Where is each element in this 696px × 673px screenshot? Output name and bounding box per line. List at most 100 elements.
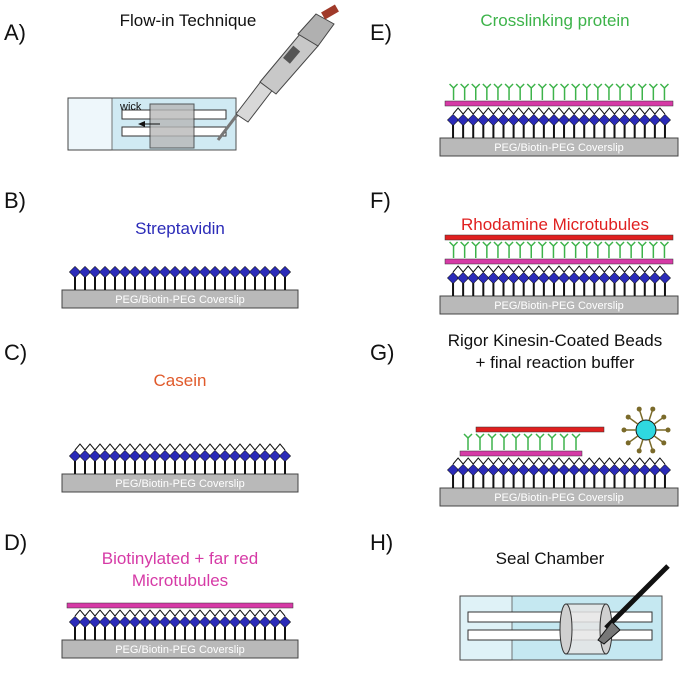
far-red-microtubule-e	[444, 100, 674, 107]
crosslinker-head-f	[659, 241, 669, 248]
streptavidin-f	[658, 271, 671, 285]
casein-e	[634, 107, 646, 115]
casein-g	[654, 457, 666, 465]
streptavidin-b	[248, 265, 262, 279]
streptavidin-e	[537, 113, 550, 127]
casein-c	[254, 443, 266, 451]
casein-g	[493, 457, 504, 465]
crosslinker-head-e	[537, 83, 547, 90]
casein-c	[264, 443, 276, 451]
streptavidin-f	[648, 271, 661, 285]
casein-f	[452, 265, 464, 273]
casein-d	[154, 609, 166, 617]
streptavidin-e	[487, 113, 500, 127]
streptavidin-d	[248, 615, 262, 629]
crosslinker-head-f	[648, 241, 658, 248]
streptavidin-d	[278, 615, 292, 629]
crosslinker-head-e	[515, 83, 525, 90]
streptavidin-e	[568, 113, 581, 127]
streptavidin-g	[537, 463, 550, 477]
far-red-microtubule-d	[66, 602, 294, 609]
streptavidin-f	[598, 271, 611, 285]
casein-g	[563, 457, 575, 465]
far-red-microtubule-f	[444, 258, 674, 265]
kinesin-head	[625, 414, 631, 420]
casein-c	[114, 443, 126, 451]
panel-h-title: Seal Chamber	[495, 549, 605, 568]
crosslinker-head-f	[515, 241, 525, 248]
streptavidin-f	[547, 271, 560, 285]
panel-e-title: Crosslinking protein	[480, 11, 630, 30]
casein-c	[144, 443, 156, 451]
streptavidin-d	[88, 615, 102, 629]
crosslinker-head-e	[548, 83, 558, 90]
panel-letter-h: H)	[370, 530, 394, 555]
streptavidin-e	[648, 113, 661, 127]
streptavidin-e	[457, 113, 470, 127]
casein-e	[452, 107, 464, 115]
streptavidin-d	[108, 615, 122, 629]
streptavidin-c	[188, 449, 202, 463]
casein-d	[244, 609, 256, 617]
casein-e	[593, 107, 605, 115]
streptavidin-c	[78, 449, 92, 463]
coverslip-c	[61, 473, 299, 493]
casein-g	[482, 457, 494, 465]
streptavidin-f	[487, 271, 500, 285]
streptavidin-d	[78, 615, 92, 629]
casein-c	[274, 443, 286, 451]
streptavidin-b	[238, 265, 252, 279]
kinesin-head	[625, 440, 631, 446]
streptavidin-e	[658, 113, 671, 127]
streptavidin-g	[547, 463, 560, 477]
streptavidin-d	[268, 615, 282, 629]
casein-f	[593, 265, 605, 273]
streptavidin-c	[158, 449, 172, 463]
panel-letter-a: A)	[4, 20, 26, 45]
casein-e	[543, 107, 555, 115]
crosslinker-head-f	[526, 241, 536, 248]
streptavidin-e	[578, 113, 591, 127]
streptavidin-g	[608, 463, 621, 477]
crosslinker-head-f	[582, 241, 592, 248]
streptavidin-d	[118, 615, 132, 629]
crosslinker-head-f	[615, 241, 625, 248]
casein-g	[513, 457, 525, 465]
panel-a-title: Flow-in Technique	[119, 11, 257, 30]
casein-f	[533, 265, 545, 273]
kinesin-head	[650, 448, 656, 454]
crosslinker-head-f	[504, 241, 514, 248]
casein-g	[472, 457, 484, 465]
crosslinker-head-e	[604, 83, 614, 90]
casein-g	[452, 457, 464, 465]
casein-f	[513, 265, 525, 273]
streptavidin-c	[238, 449, 252, 463]
streptavidin-d	[128, 615, 142, 629]
crosslinker-head-f	[471, 241, 481, 248]
casein-d	[114, 609, 126, 617]
panel-letter-d: D)	[4, 530, 28, 555]
casein-f	[462, 265, 474, 273]
casein-f	[614, 265, 625, 273]
streptavidin-b	[228, 265, 242, 279]
crosslinker-head-g	[511, 433, 521, 440]
crosslinker-head-e	[659, 83, 669, 90]
casein-d	[74, 609, 86, 617]
coverslip-label-g: PEG/Biotin-PEG Coverslip	[494, 492, 624, 504]
casein-c	[214, 443, 226, 451]
casein-g	[644, 457, 656, 465]
crosslinker-head-e	[560, 83, 570, 90]
crosslinker-head-f	[604, 241, 614, 248]
streptavidin-d	[238, 615, 252, 629]
streptavidin-g	[467, 463, 480, 477]
streptavidin-c	[258, 449, 272, 463]
streptavidin-c	[148, 449, 162, 463]
casein-e	[503, 107, 514, 115]
streptavidin-c	[178, 449, 192, 463]
panel-d-title-line2: Microtubules	[131, 571, 229, 590]
crosslinker-head-f	[560, 241, 570, 248]
pipette-icon	[216, 4, 339, 141]
casein-d	[254, 609, 266, 617]
casein-g	[503, 457, 514, 465]
